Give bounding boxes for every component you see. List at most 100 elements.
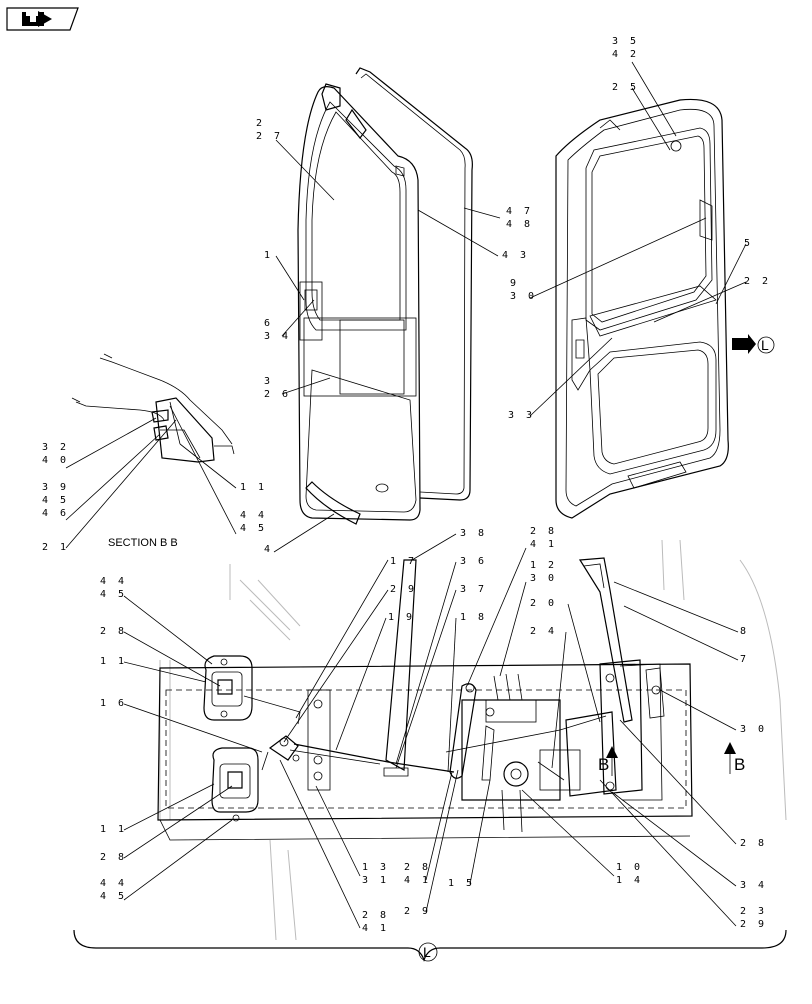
leader-line: [283, 589, 389, 743]
bolt-34: [537, 761, 565, 781]
leader-line: [599, 779, 737, 927]
callout-number: 1 1: [240, 482, 267, 493]
view-l-brace-letter: L: [423, 944, 431, 960]
leader-line: [425, 769, 459, 913]
callout-32-40: 3 24 0: [42, 417, 157, 469]
callout-number: 2 2: [744, 276, 771, 287]
callout-21: 2 1: [42, 419, 177, 553]
section-b-letter-2: B: [734, 755, 745, 774]
callout-number: 2 9: [390, 584, 417, 595]
callout-number: 3 2: [42, 442, 69, 453]
callout-number: 4 4: [100, 878, 127, 889]
leader-line: [467, 547, 527, 685]
view-l-marker: [757, 336, 775, 354]
callout-number: 2 4: [530, 626, 557, 637]
callout-35-42: 3 54 2: [612, 36, 677, 137]
leader-line: [425, 771, 453, 881]
handle-lever-28: [449, 683, 477, 779]
leader-line: [463, 207, 501, 219]
section-cut-marker-b: B B: [598, 742, 745, 776]
callout-number: 2 8: [530, 526, 557, 537]
callout-number: 1 1: [100, 824, 127, 835]
callout-28-41-bottom: 2 84 1: [279, 759, 386, 934]
callout-17: 1 7: [295, 556, 417, 719]
callout-29-top: 2 9: [283, 584, 417, 743]
callout-38: 3 8: [411, 528, 484, 561]
callout-number: 4 5: [240, 523, 267, 534]
callout-number: 4 1: [530, 539, 557, 550]
leader-line: [469, 779, 491, 885]
callout-number: 4 7: [506, 206, 533, 217]
callout-34: 3 4: [611, 791, 767, 891]
callout-number: 2 6: [264, 389, 291, 400]
leader-line: [653, 281, 747, 323]
callout-33: 3 3: [508, 337, 613, 421]
leader-line: [123, 785, 233, 859]
callout-number: 1 0: [616, 862, 643, 873]
callout-30-right: 3 0: [659, 689, 764, 735]
callout-37: 3 7: [395, 584, 484, 769]
leader-line: [123, 703, 263, 753]
leader-line: [275, 139, 335, 201]
leader-line: [659, 689, 737, 731]
leader-line: [715, 243, 747, 305]
callout-6-34: 63 4: [264, 299, 315, 342]
callout-24: 2 4: [530, 626, 567, 769]
callout-15: 1 5: [448, 779, 491, 889]
cable-38: [383, 559, 417, 777]
callout-7: 7: [623, 605, 746, 665]
leader-line: [123, 783, 215, 831]
callout-number: 1 4: [616, 875, 643, 886]
clip-15: [481, 725, 495, 781]
callout-number: 3 4: [740, 880, 767, 891]
callout-number: 4 3: [502, 250, 529, 261]
plate-12: [461, 673, 561, 801]
callout-number: 2 5: [612, 82, 639, 93]
callout-39-45-46: 3 94 54 6: [42, 433, 161, 521]
callout-number: 1 9: [388, 612, 415, 623]
callout-13-31: 1 33 1: [315, 785, 386, 886]
callout-number: 1 6: [100, 698, 127, 709]
leader-line: [179, 443, 237, 489]
leader-line: [417, 209, 499, 257]
callout-number: 2 9: [404, 906, 431, 917]
callout-number: 3 0: [510, 291, 537, 302]
callout-3-26: 32 6: [264, 376, 331, 400]
callout-11-lower: 1 1: [100, 783, 215, 835]
view-l-letter: L: [761, 337, 769, 353]
callout-28-left: 2 8: [100, 626, 221, 687]
leader-line: [275, 255, 305, 301]
view-l-brace-marker: [418, 942, 438, 962]
leader-line: [567, 603, 601, 723]
callout-8: 8: [613, 581, 749, 637]
nav-badge[interactable]: [6, 7, 79, 31]
rod-36-37: [289, 749, 381, 765]
leader-line: [623, 605, 739, 661]
callout-number: 4 1: [404, 875, 431, 886]
callout-44-45-top: 4 44 5: [100, 576, 213, 665]
callout-11-left: 1 1: [100, 656, 207, 683]
callout-28-41-top: 2 84 1: [467, 526, 557, 685]
leader-line: [335, 617, 387, 751]
callout-number: 4 2: [612, 49, 639, 60]
callout-number: 8: [740, 626, 749, 637]
callout-number: 3 5: [612, 36, 639, 47]
leader-line: [123, 819, 233, 901]
callout-1: 1: [264, 250, 305, 301]
door-inner-view: [555, 98, 729, 519]
callout-28-41-mid: 2 84 1: [404, 771, 453, 886]
callout-19: 1 9: [335, 612, 415, 751]
callout-number: 1: [264, 250, 273, 261]
callout-number: 2 0: [530, 598, 557, 609]
seal-trim-part: [305, 481, 361, 525]
callout-number: 3 4: [264, 331, 291, 342]
leader-line: [499, 581, 527, 677]
latch-left-lower: [211, 747, 259, 822]
callout-number: 2: [256, 118, 265, 129]
callout-28-lower: 2 8: [100, 785, 233, 863]
callout-number: 4 4: [100, 576, 127, 587]
callout-12-30: 1 23 0: [499, 560, 554, 677]
leader-line: [123, 595, 213, 665]
callout-number: 1 7: [390, 556, 417, 567]
